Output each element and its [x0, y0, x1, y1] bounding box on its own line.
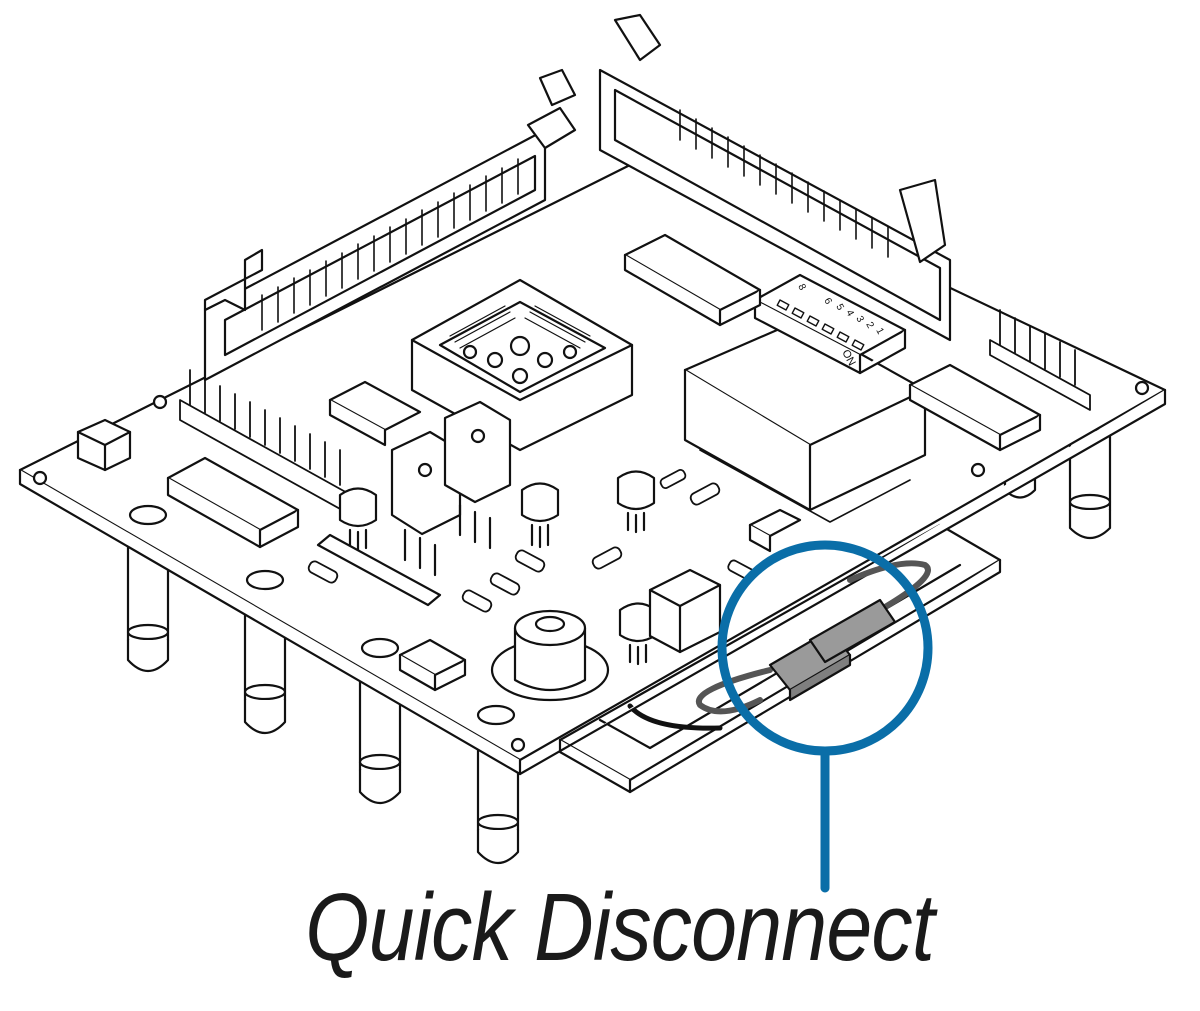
- transistor: [520, 482, 560, 549]
- dip-number: 2: [863, 320, 876, 330]
- dip-switch: [753, 273, 907, 375]
- trim-potentiometer: [76, 418, 132, 472]
- ic-chip: [328, 380, 422, 447]
- callout-label: Quick Disconnect: [305, 874, 934, 981]
- transistor: [616, 470, 656, 534]
- dip-number: 4: [843, 308, 856, 318]
- dip-number: 6: [821, 296, 834, 306]
- ribbon-header-left: [203, 68, 577, 382]
- led-pads: [128, 504, 516, 726]
- transistor: [338, 487, 378, 552]
- ic-chip: [166, 456, 300, 549]
- pin-header-front-left: [179, 369, 361, 521]
- quick-disconnect-connector: [768, 598, 897, 702]
- ic-chip: [623, 233, 762, 327]
- pin-header-right: [989, 309, 1091, 411]
- ic-chip: [398, 638, 467, 692]
- dip-switch-numbers: 1 2 3 4 5 6 8: [795, 282, 886, 336]
- dip-number: 5: [833, 302, 846, 312]
- ribbon-header-right: [598, 13, 952, 342]
- voltage-regulator: [443, 400, 512, 550]
- dip-number: 8: [795, 282, 808, 292]
- ic-chip: [748, 508, 802, 553]
- dip-number: 1: [873, 326, 886, 336]
- socket-strip: [316, 533, 442, 607]
- buzzer: [490, 609, 610, 702]
- ic-chip: [908, 363, 1042, 452]
- dip-number: 3: [853, 314, 866, 324]
- callout: [717, 540, 933, 893]
